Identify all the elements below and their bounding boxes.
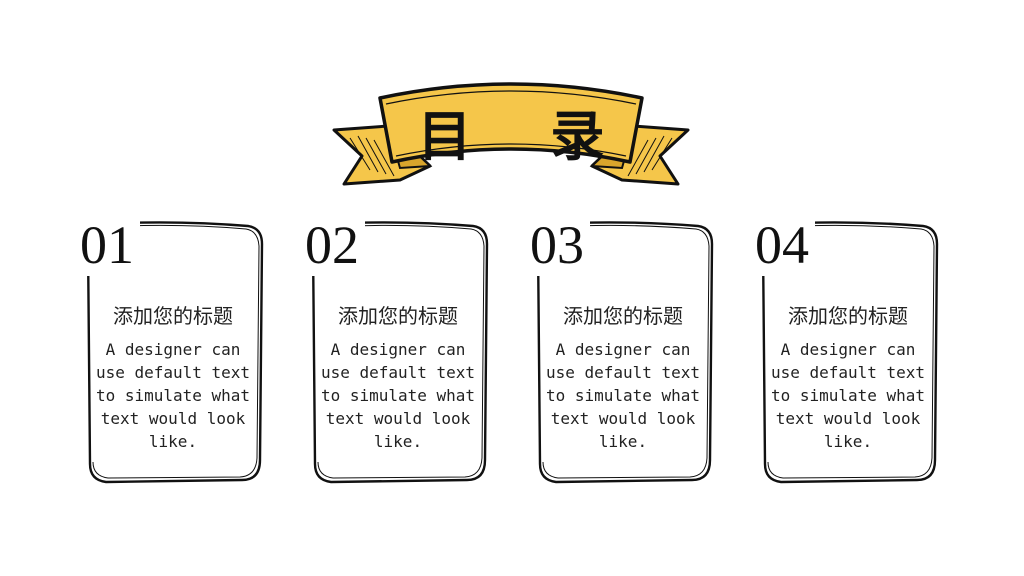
card-title: 添加您的标题 <box>338 304 458 328</box>
content-card: 04 添加您的标题 A designer can use default tex… <box>749 214 941 484</box>
title-ribbon-banner: 目 录 <box>330 78 692 193</box>
card-number: 04 <box>749 214 815 276</box>
page-title: 目 录 <box>417 104 635 168</box>
card-number: 02 <box>299 214 365 276</box>
card-description: A designer can use default text to simul… <box>770 340 926 451</box>
content-card: 03 添加您的标题 A designer can use default tex… <box>524 214 716 484</box>
card-title: 添加您的标题 <box>563 304 683 328</box>
card-description: A designer can use default text to simul… <box>95 340 251 451</box>
ribbon-graphic <box>332 82 690 186</box>
content-card: 01 添加您的标题 A designer can use default tex… <box>74 214 266 484</box>
card-number: 01 <box>74 214 140 276</box>
card-number: 03 <box>524 214 590 276</box>
card-description: A designer can use default text to simul… <box>320 340 476 451</box>
content-card: 02 添加您的标题 A designer can use default tex… <box>299 214 491 484</box>
card-description: A designer can use default text to simul… <box>545 340 701 451</box>
card-title: 添加您的标题 <box>113 304 233 328</box>
card-title: 添加您的标题 <box>788 304 908 328</box>
